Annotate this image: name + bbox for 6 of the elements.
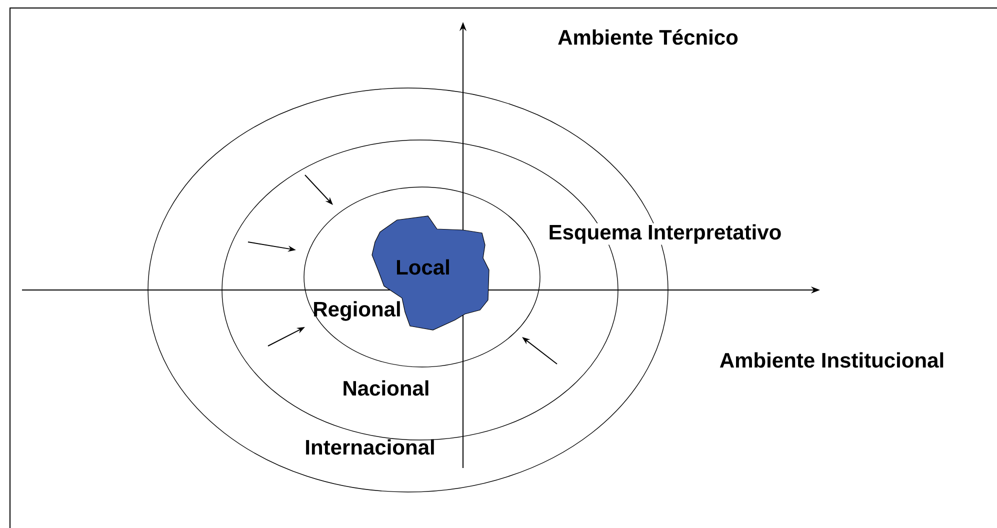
ring-label: Internacional [306, 439, 434, 455]
ring [304, 186, 540, 368]
axis-label: Esquema Interpretativo [547, 223, 783, 245]
ring-label: Nacional [344, 380, 428, 396]
axis-label: Ambiente Técnico [556, 28, 740, 46]
axis-label: Ambiente Institucional [718, 351, 946, 369]
